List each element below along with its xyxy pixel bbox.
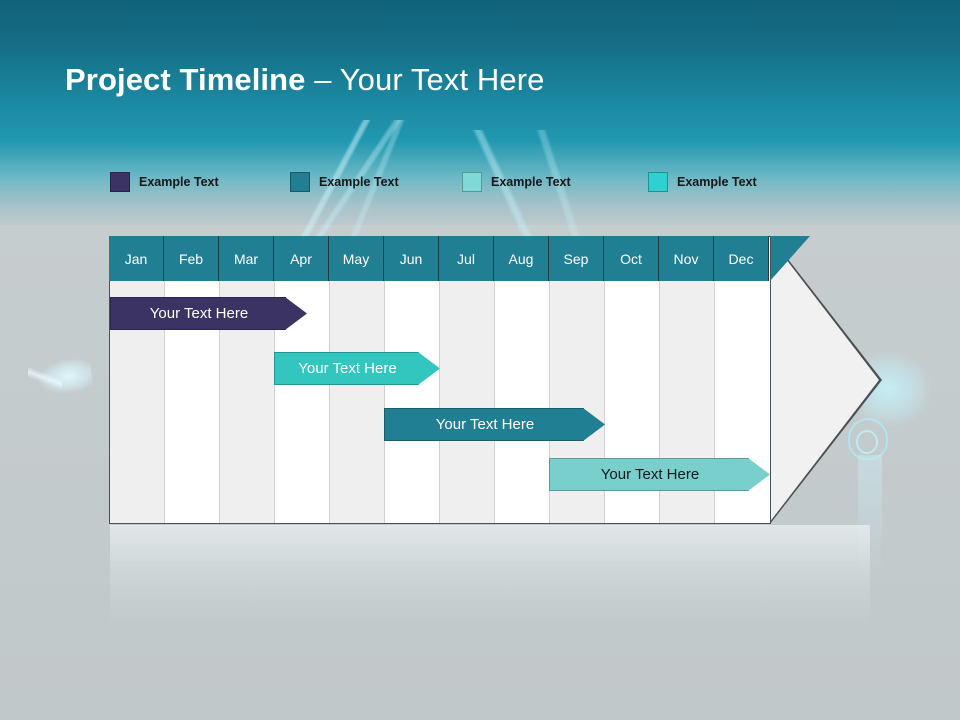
month-header-may[interactable]: May xyxy=(329,236,384,281)
month-header-nov[interactable]: Nov xyxy=(659,236,714,281)
legend-swatch-icon-3 xyxy=(648,172,668,192)
timeline-column-aug xyxy=(495,237,550,523)
legend-swatch-icon-2 xyxy=(462,172,482,192)
month-header-dec[interactable]: Dec xyxy=(714,236,769,281)
timeline-bar-body-2 xyxy=(384,408,584,441)
legend-label-2: Example Text xyxy=(491,175,571,189)
header-gradient-band xyxy=(0,0,960,235)
legend-swatch-icon-1 xyxy=(290,172,310,192)
timeline-bar-3[interactable]: Your Text Here xyxy=(549,458,770,491)
legend-item-1[interactable]: Example Text xyxy=(290,170,399,194)
legend-item-0[interactable]: Example Text xyxy=(110,170,219,194)
legend-item-2[interactable]: Example Text xyxy=(462,170,571,194)
legend: Example Text Example Text Example Text Exam… xyxy=(110,170,810,194)
timeline-column-feb xyxy=(165,237,220,523)
month-header-jan[interactable]: Jan xyxy=(109,236,164,281)
arrow-head-fill xyxy=(769,237,879,523)
legend-label-1: Example Text xyxy=(319,175,399,189)
month-header-jul[interactable]: Jul xyxy=(439,236,494,281)
legend-label-0: Example Text xyxy=(139,175,219,189)
timeline-bar-label-0: Your Text Here xyxy=(149,305,249,322)
timeline-bar-label-3: Your Text Here xyxy=(600,466,700,483)
legend-item-3[interactable]: Example Text xyxy=(648,170,757,194)
page-title-separator: – xyxy=(305,62,340,97)
timeline-bar-2[interactable]: Your Text Here xyxy=(384,408,605,441)
page-title-bold: Project Timeline xyxy=(65,62,306,97)
month-header-sep[interactable]: Sep xyxy=(549,236,604,281)
legend-label-3: Example Text xyxy=(677,175,757,189)
month-header-apr[interactable]: Apr xyxy=(274,236,329,281)
timeline-bar-body-0 xyxy=(110,297,286,330)
timeline-bar-label-1: Your Text Here xyxy=(298,360,397,377)
month-header-mar[interactable]: Mar xyxy=(219,236,274,281)
page-title-regular: Your Text Here xyxy=(339,62,545,97)
month-header-jun[interactable]: Jun xyxy=(384,236,439,281)
timeline-bar-body-1 xyxy=(274,352,419,385)
timeline-column-jul xyxy=(440,237,495,523)
legend-swatch-icon-0 xyxy=(110,172,130,192)
page-title: Project Timeline – Your Text Here xyxy=(65,58,544,102)
month-header-oct[interactable]: Oct xyxy=(604,236,659,281)
month-header-aug[interactable]: Aug xyxy=(494,236,549,281)
timeline-bar-1[interactable]: Your Text Here xyxy=(274,352,440,385)
timeline-bar-0[interactable]: Your Text Here xyxy=(110,297,307,330)
timeline-bar-label-2: Your Text Here xyxy=(435,416,535,433)
month-header-feb[interactable]: Feb xyxy=(164,236,219,281)
timeline-column-jan xyxy=(110,237,165,523)
